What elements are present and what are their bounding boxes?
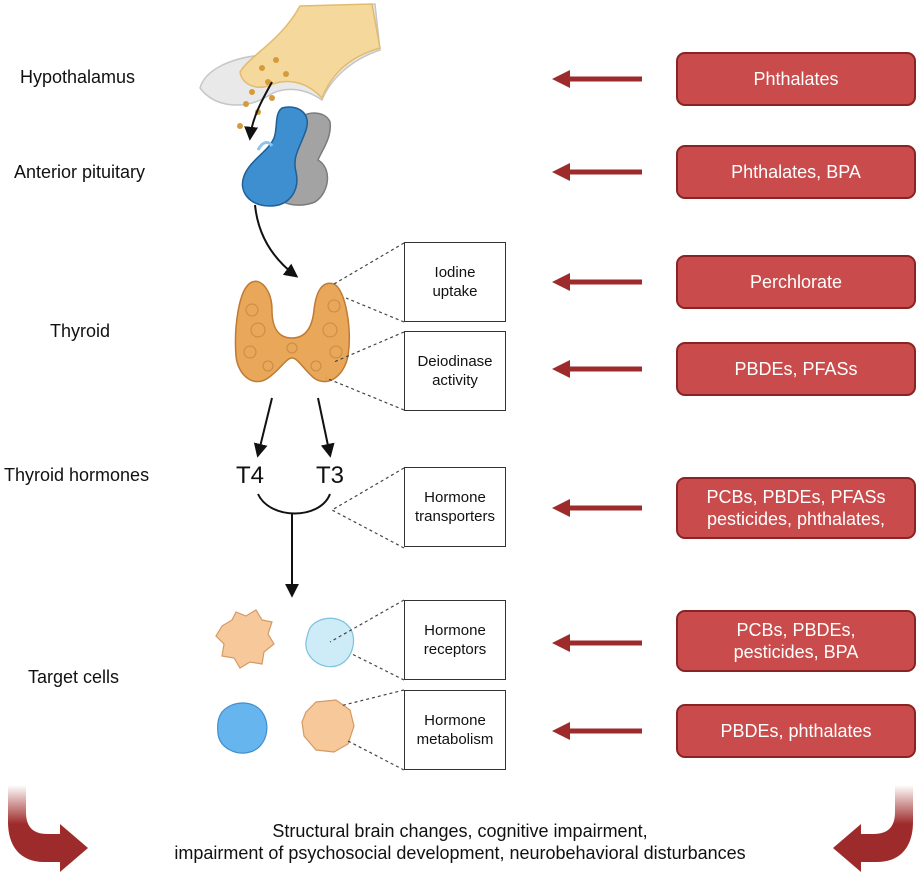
- disruptor-hormone-receptors: PCBs, PBDEs, pesticides, BPA: [676, 610, 916, 672]
- outcome-arrow-right: [833, 785, 913, 872]
- disruptor-iodine-uptake: Perchlorate: [676, 255, 916, 309]
- pituitary-illustration: [241, 106, 331, 207]
- red-arrow: [552, 70, 642, 88]
- mechanism-hormone-transporters: Hormone transporters: [404, 467, 506, 547]
- red-arrow: [552, 163, 642, 181]
- mechanism-iodine-uptake: Iodine uptake: [404, 242, 506, 322]
- label-target-cells: Target cells: [28, 667, 120, 687]
- disruptor-hormone-transporters: PCBs, PBDEs, PFASs pesticides, phthalate…: [676, 477, 916, 539]
- label-thyroid-hormones: Thyroid hormones: [4, 465, 150, 485]
- mechanism-hormone-metabolism: Hormone metabolism: [404, 690, 506, 770]
- outcome-text: Structural brain changes, cognitive impa…: [174, 821, 746, 863]
- label-anterior-pituitary: Anterior pituitary: [14, 162, 146, 182]
- disruptor-arrows: [552, 70, 642, 740]
- target-cells-illustration: [215, 609, 355, 754]
- label-thyroid: Thyroid: [50, 321, 111, 341]
- outcome-arrow-left: [8, 785, 88, 872]
- mechanism-deiodinase-activity: Deiodinase activity: [404, 331, 506, 411]
- label-hypothalamus: Hypothalamus: [20, 67, 136, 87]
- hypothalamus-illustration: [199, 3, 381, 141]
- label-t3: T3: [316, 462, 345, 489]
- disruptor-anterior-pituitary: Phthalates, BPA: [676, 145, 916, 199]
- red-arrow: [552, 634, 642, 652]
- red-arrow: [552, 722, 642, 740]
- label-t4: T4: [236, 462, 265, 489]
- red-arrow: [552, 360, 642, 378]
- mechanism-hormone-receptors: Hormone receptors: [404, 600, 506, 680]
- thyroid-illustration: [234, 280, 350, 383]
- disruptor-hypothalamus: Phthalates: [676, 52, 916, 106]
- callout-lines: [325, 242, 405, 771]
- red-arrow: [552, 499, 642, 517]
- disruptor-hormone-metabolism: PBDEs, phthalates: [676, 704, 916, 758]
- disruptor-deiodinase-activity: PBDEs, PFASs: [676, 342, 916, 396]
- red-arrow: [552, 273, 642, 291]
